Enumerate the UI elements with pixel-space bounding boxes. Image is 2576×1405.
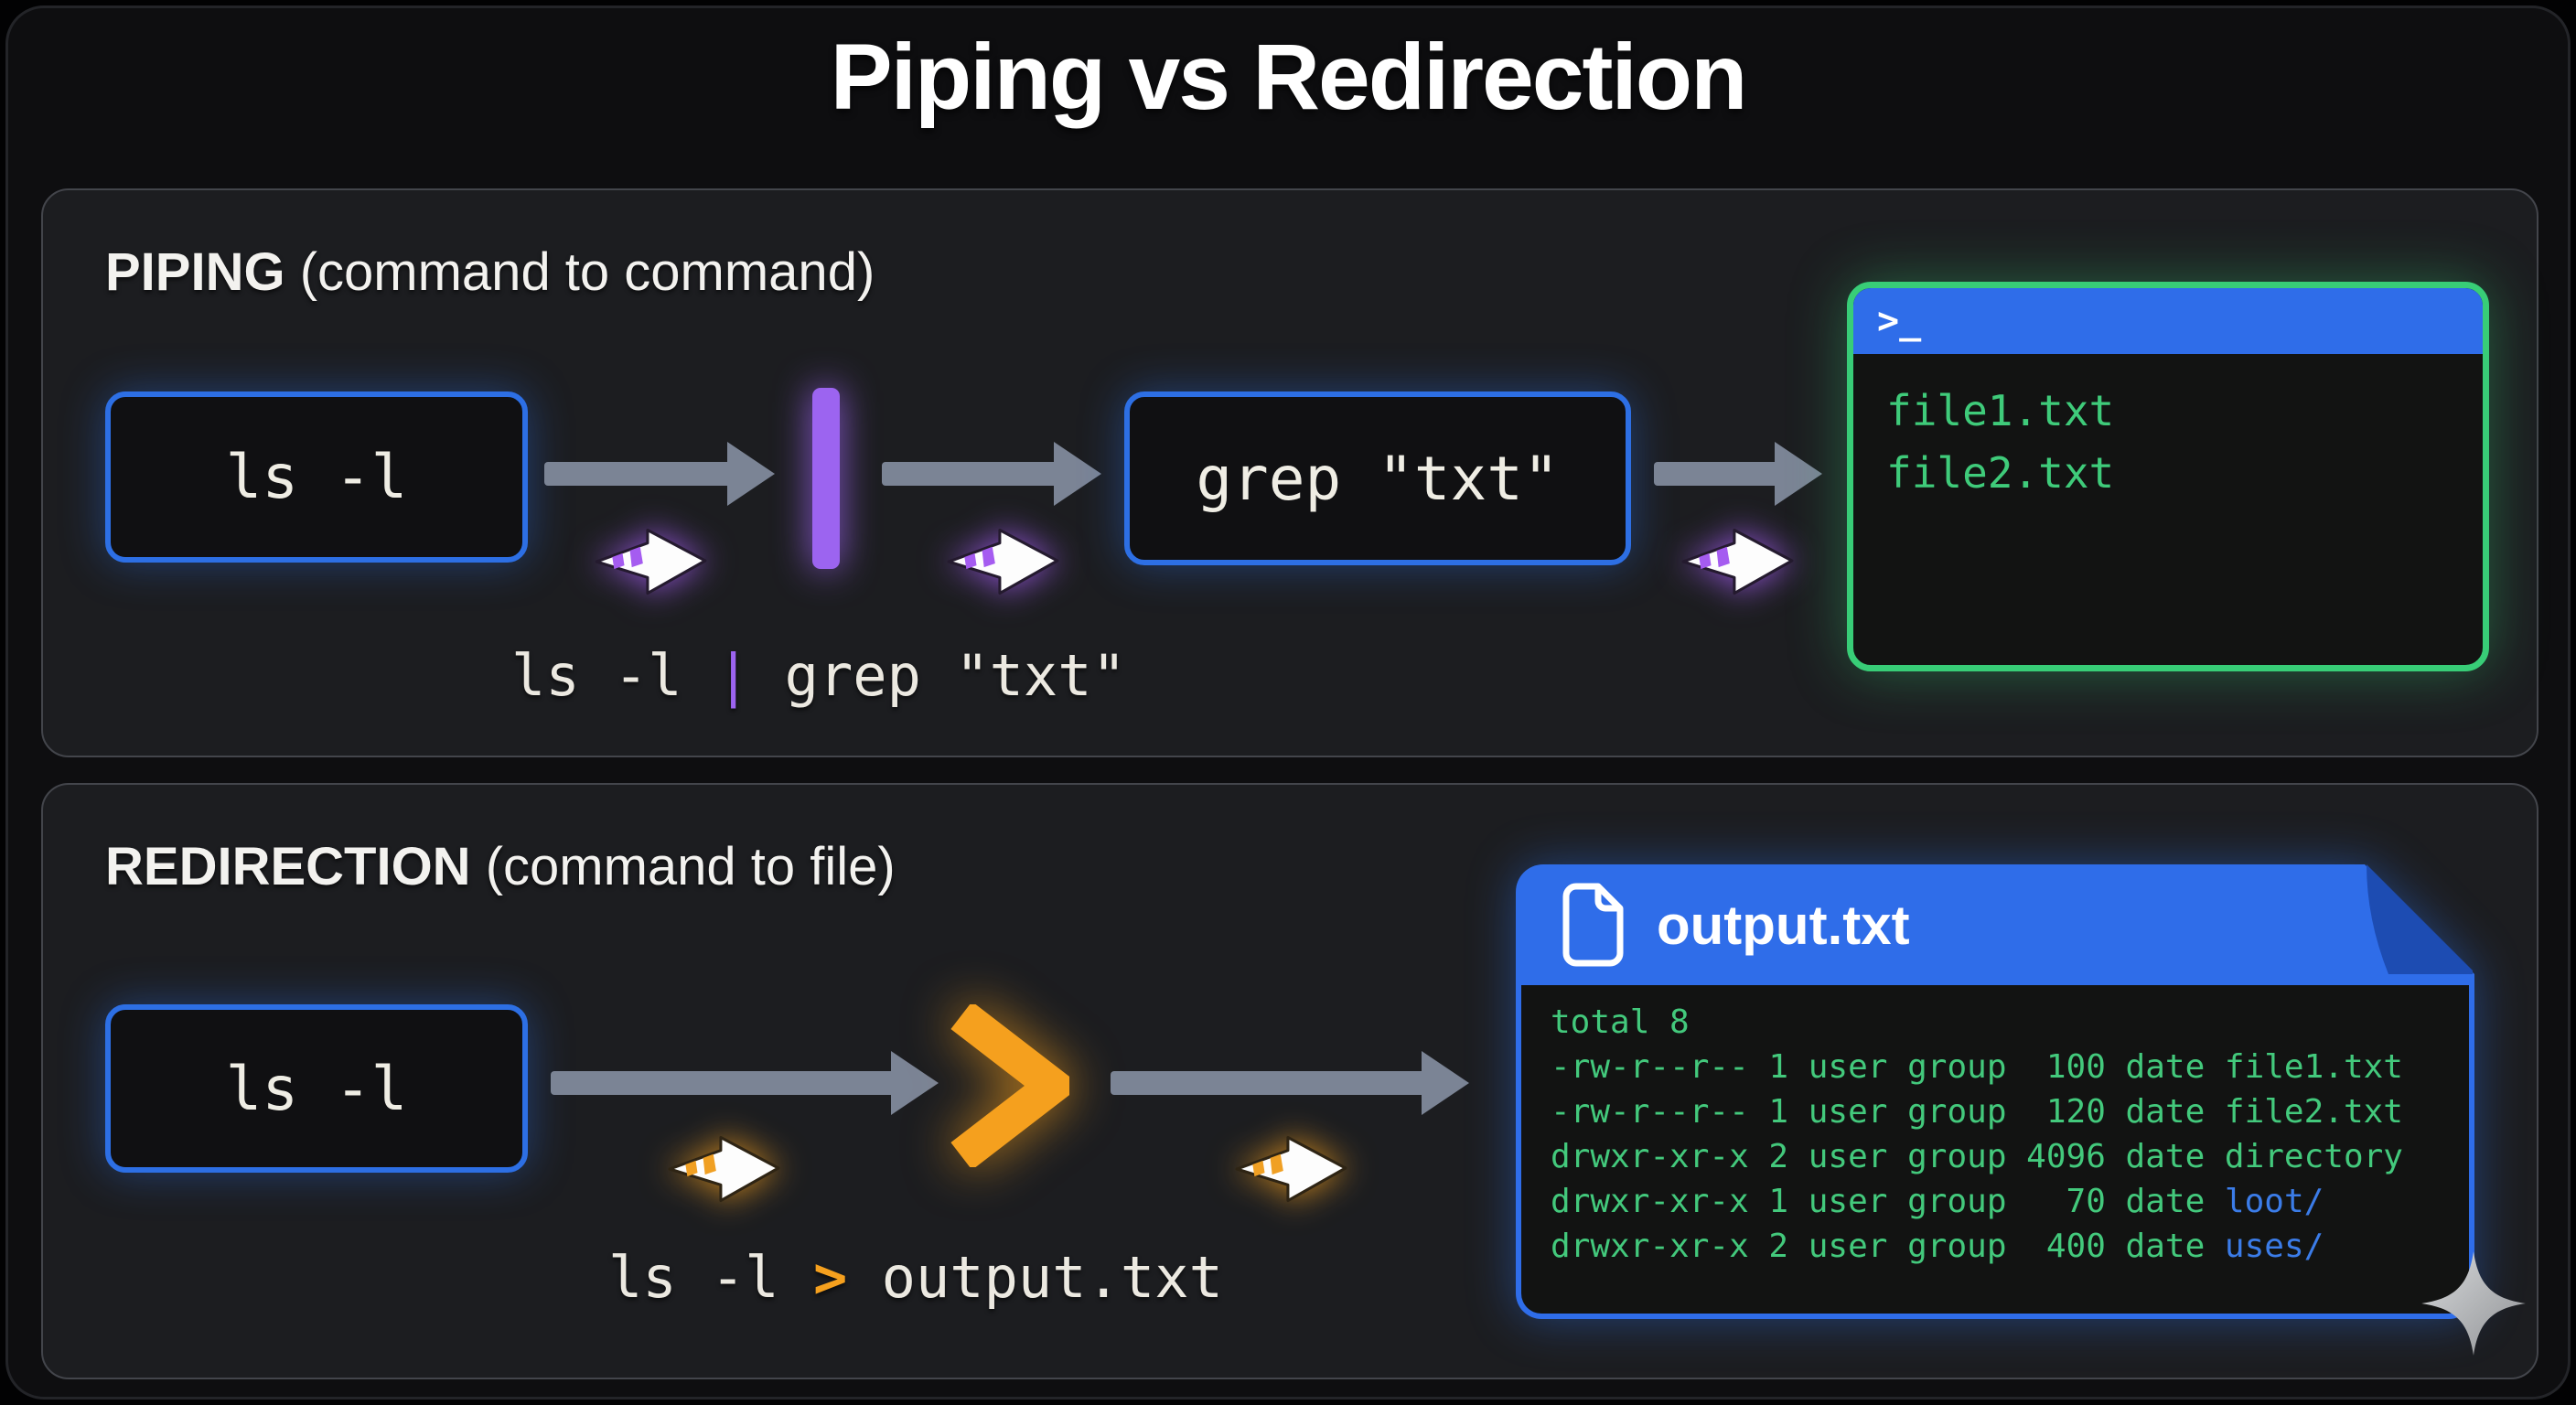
command-box-ls: ls -l	[105, 1004, 528, 1173]
file-line: drwxr-xr-x 1 user group 70 date loot/	[1551, 1179, 2469, 1224]
piping-heading-subtitle: (command to command)	[284, 242, 875, 302]
piping-heading: PIPING (command to command)	[105, 241, 875, 303]
piping-command-text: ls -l | grep "txt"	[511, 642, 1126, 709]
terminal-window: >_ file1.txt file2.txt	[1847, 282, 2489, 671]
arrow-shaft	[544, 462, 733, 486]
terminal-prompt-icon: >_	[1877, 300, 1922, 342]
file-line: total 8	[1551, 1000, 2469, 1045]
sparkle-icon	[2421, 1251, 2526, 1356]
redirection-heading-keyword: REDIRECTION	[105, 837, 471, 896]
flow-arrow-icon	[551, 1050, 939, 1116]
data-flow-arrow-icon	[947, 528, 1059, 595]
redirect-character: >	[812, 1244, 848, 1311]
file-line-text: drwxr-xr-x 1 user group 70 date	[1551, 1183, 2225, 1220]
file-card-header: output.txt	[1516, 864, 2474, 985]
flow-arrow-icon	[1111, 1050, 1469, 1116]
pipe-character: |	[715, 642, 751, 709]
command-box-grep: grep "txt"	[1124, 391, 1631, 565]
command-segment: grep "txt"	[750, 642, 1126, 709]
terminal-line: file1.txt	[1886, 386, 2115, 435]
terminal-output: file1.txt file2.txt	[1853, 354, 2483, 504]
data-flow-arrow-icon	[668, 1135, 780, 1203]
terminal-titlebar: >_	[1853, 288, 2483, 354]
redirection-panel: REDIRECTION (command to file) ls -l outp…	[41, 783, 2538, 1379]
arrow-head	[727, 442, 775, 506]
flow-arrow-icon	[544, 441, 775, 507]
file-line: -rw-r--r-- 1 user group 120 date file2.t…	[1551, 1089, 2469, 1134]
file-line: drwxr-xr-x 2 user group 4096 date direct…	[1551, 1134, 2469, 1179]
arrow-head	[1422, 1051, 1469, 1115]
directory-link-text: uses/	[2224, 1228, 2324, 1265]
file-content: total 8 -rw-r--r-- 1 user group 100 date …	[1516, 985, 2474, 1319]
data-flow-arrow-icon	[595, 528, 707, 595]
arrow-head	[891, 1051, 939, 1115]
file-name-label: output.txt	[1657, 894, 1910, 956]
data-flow-arrow-icon	[1235, 1135, 1347, 1203]
arrow-shaft	[882, 462, 1059, 486]
command-box-ls: ls -l	[105, 391, 528, 563]
file-line: drwxr-xr-x 2 user group 400 date uses/	[1551, 1224, 2469, 1269]
redirection-heading: REDIRECTION (command to file)	[105, 836, 896, 897]
terminal-line: file2.txt	[1886, 448, 2115, 498]
flow-arrow-icon	[882, 441, 1101, 507]
pipe-symbol	[812, 388, 840, 569]
file-line-text: total 8	[1551, 1003, 1690, 1041]
arrow-shaft	[1111, 1071, 1427, 1095]
piping-panel: PIPING (command to command) ls -l grep "…	[41, 188, 2538, 757]
piping-heading-keyword: PIPING	[105, 242, 285, 302]
file-icon	[1560, 882, 1627, 968]
redirection-command-text: ls -l > output.txt	[608, 1244, 1223, 1311]
arrow-shaft	[551, 1071, 896, 1095]
file-line-text: -rw-r--r-- 1 user group 100 date file1.t…	[1551, 1048, 2403, 1086]
file-line: -rw-r--r-- 1 user group 100 date file1.t…	[1551, 1045, 2469, 1089]
arrow-shaft	[1654, 462, 1780, 486]
flow-arrow-icon	[1654, 441, 1822, 507]
arrow-head	[1775, 442, 1822, 506]
command-segment: ls -l	[511, 642, 716, 709]
output-file-card: output.txt total 8 -rw-r--r-- 1 user grou…	[1516, 864, 2474, 1319]
file-line-text: drwxr-xr-x 2 user group 4096 date direct…	[1551, 1138, 2403, 1175]
command-segment: output.txt	[847, 1244, 1223, 1311]
redirect-symbol-icon	[950, 1004, 1069, 1167]
page-title: Piping vs Redirection	[830, 25, 1748, 129]
command-segment: ls -l	[608, 1244, 813, 1311]
file-line-text: drwxr-xr-x 2 user group 400 date	[1551, 1228, 2225, 1265]
data-flow-arrow-icon	[1681, 528, 1794, 595]
arrow-head	[1054, 442, 1101, 506]
directory-link-text: loot/	[2224, 1183, 2324, 1220]
folded-corner	[2367, 864, 2473, 974]
redirection-heading-subtitle: (command to file)	[470, 837, 896, 896]
file-line-text: -rw-r--r-- 1 user group 120 date file2.t…	[1551, 1093, 2403, 1131]
